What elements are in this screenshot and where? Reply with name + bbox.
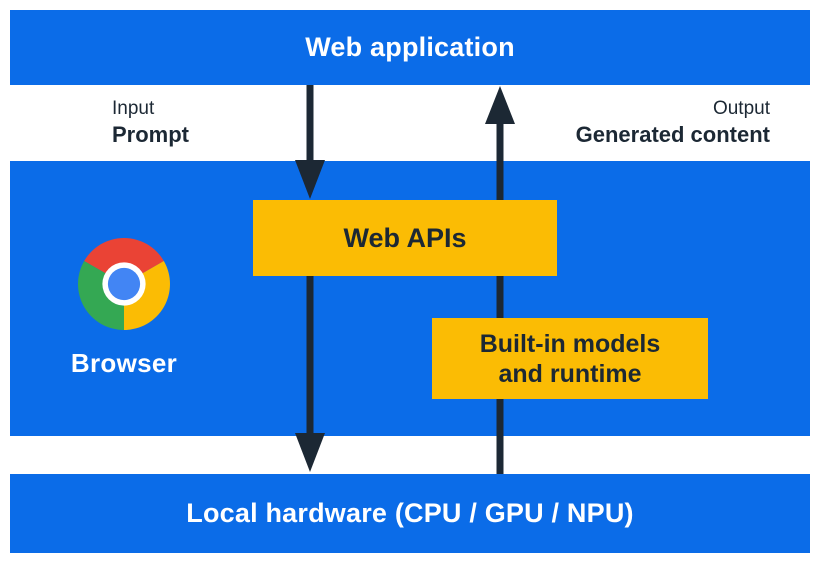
generated-content-label: Generated content xyxy=(575,122,770,147)
web-apis-label: Web APIs xyxy=(343,222,467,253)
chrome-red-segment xyxy=(84,238,164,284)
local-hardware-label: Local hardware (CPU / GPU / NPU) xyxy=(186,498,634,528)
browser-label: Browser xyxy=(70,348,178,378)
down-arrowhead-bottom-icon xyxy=(295,433,325,472)
band-web-application: Web application xyxy=(10,10,810,85)
web-apis-box: Web APIs xyxy=(253,200,557,276)
chrome-center xyxy=(107,267,141,301)
prompt-label: Prompt xyxy=(112,122,189,147)
band-local-hardware: Local hardware (CPU / GPU / NPU) xyxy=(10,474,810,553)
input-label: Input xyxy=(112,98,155,119)
output-label: Output xyxy=(712,98,770,119)
builtin-models-label-line1: Built-in models xyxy=(479,329,661,358)
up-arrowhead-icon xyxy=(485,86,515,124)
down-arrow-shaft-top xyxy=(306,85,314,163)
builtin-models-label-line2: and runtime xyxy=(498,359,642,388)
builtin-models-box: Built-in models and runtime xyxy=(432,318,708,399)
chrome-browser-icon xyxy=(78,238,170,330)
web-application-label: Web application xyxy=(305,32,515,62)
output-label-block: Output Generated content xyxy=(576,97,770,149)
input-label-block: Input Prompt xyxy=(112,97,189,149)
